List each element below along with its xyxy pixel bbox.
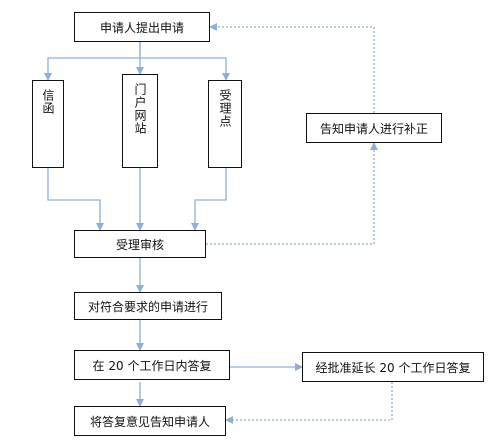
arrow-correct-to-apply (209, 23, 375, 113)
node-reply20: 在 20 个工作日内答复 (74, 350, 230, 380)
node-letter-label: 信函 (41, 89, 55, 115)
node-counter-label: 受理点 (218, 89, 232, 128)
node-process: 对符合要求的申请进行 (74, 292, 222, 320)
node-letter: 信函 (32, 80, 64, 168)
node-apply: 申请人提出申请 (74, 12, 210, 42)
node-portal-label: 门户网站 (133, 83, 147, 135)
node-portal: 门户网站 (122, 74, 158, 168)
node-extend: 经批准延长 20 个工作日答复 (302, 352, 484, 382)
arrow-review-to-correct (206, 142, 378, 245)
arrow-counter-to-review (191, 168, 227, 231)
arrow-apply-to-counter (140, 57, 230, 81)
node-notify-result: 将答复意见告知申请人 (74, 406, 226, 436)
node-notify-correct: 告知申请人进行补正 (306, 113, 442, 143)
node-counter: 受理点 (208, 80, 242, 168)
arrow-letter-to-review (47, 168, 104, 231)
arrow-extend-to-result (225, 382, 393, 424)
node-review: 受理审核 (74, 230, 206, 258)
